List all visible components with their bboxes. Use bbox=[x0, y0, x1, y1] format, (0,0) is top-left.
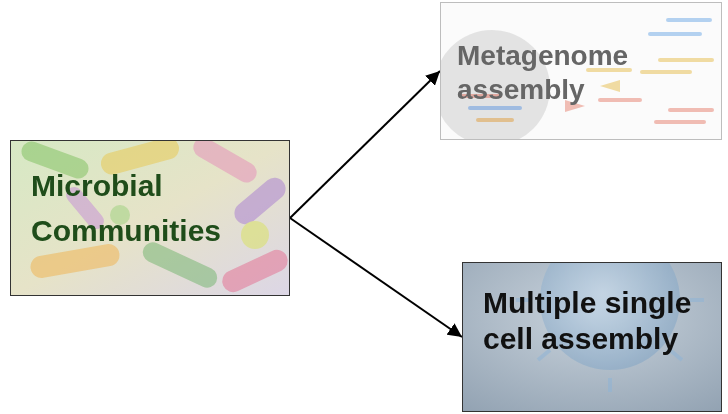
arrow-connector bbox=[290, 218, 462, 337]
node-label: Multiple single cell assembly bbox=[483, 285, 709, 357]
bacteria-picture bbox=[10, 140, 290, 296]
metagenome-box: Metagenome assembly bbox=[440, 2, 722, 140]
node-label: Metagenome assembly bbox=[457, 39, 709, 107]
node-label: Microbial Communities bbox=[31, 163, 277, 253]
single-cell-box: Multiple single cell assembly bbox=[462, 262, 722, 412]
cell-picture bbox=[462, 262, 722, 412]
arrow-connector bbox=[290, 71, 440, 218]
assembly-picture bbox=[440, 2, 722, 140]
community-box: Microbial Communities bbox=[10, 140, 290, 296]
